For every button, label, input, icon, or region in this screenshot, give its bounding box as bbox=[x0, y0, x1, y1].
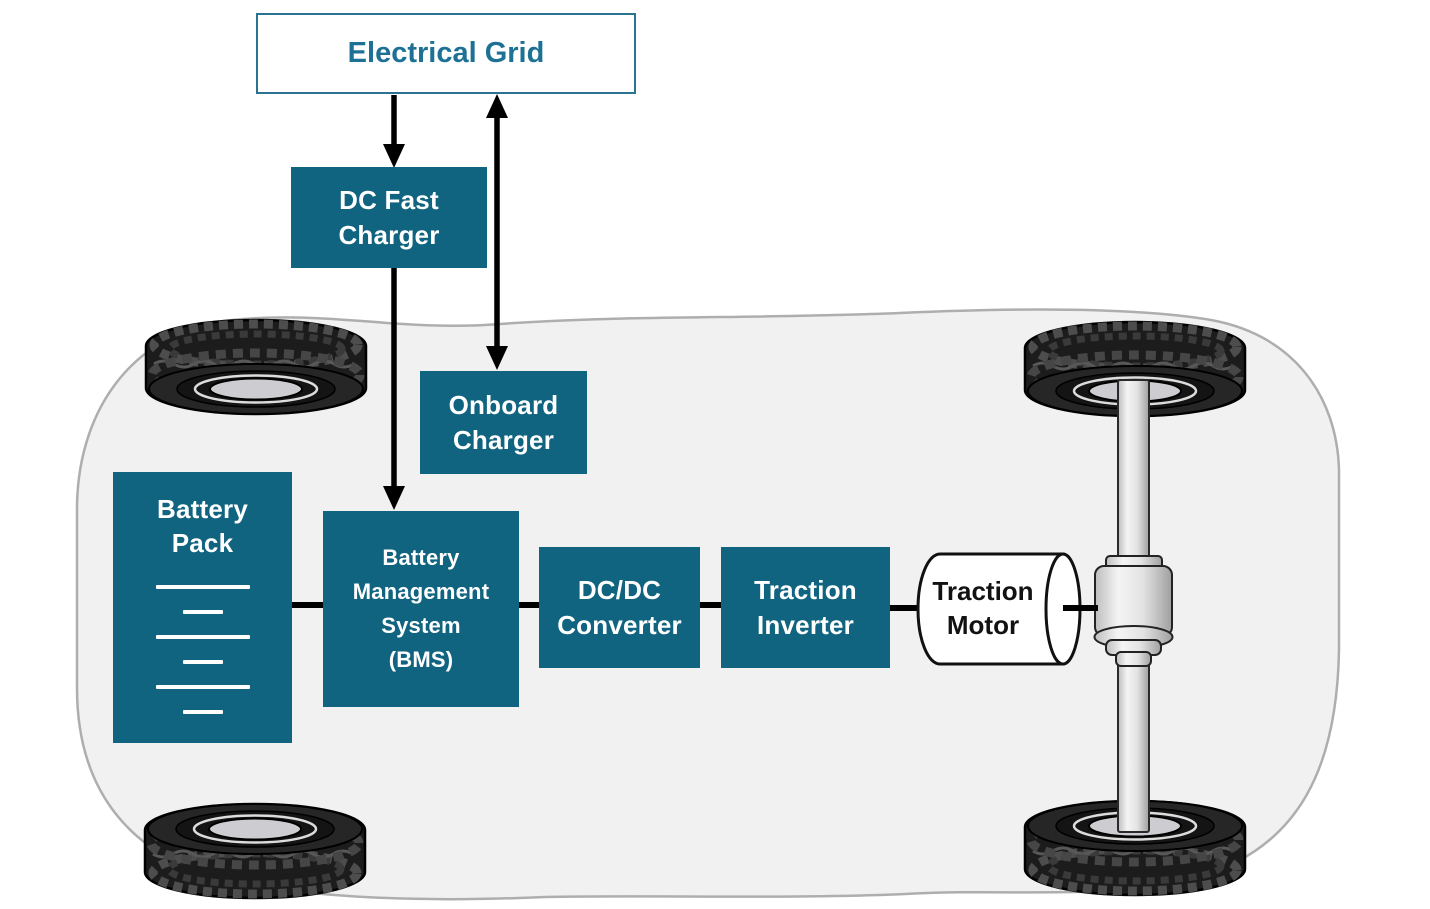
battery-cell-line bbox=[155, 684, 250, 689]
node-dc-fast-charger: DC Fast Charger bbox=[291, 167, 487, 268]
wheel-top-left bbox=[146, 320, 366, 414]
node-onboard-charger: Onboard Charger bbox=[420, 371, 587, 474]
edge-dcfc-bms-head bbox=[383, 486, 405, 510]
electrical-grid-label: Electrical Grid bbox=[347, 37, 545, 69]
node-battery-pack: Battery Pack bbox=[113, 472, 292, 743]
wheel-bottom-left bbox=[145, 804, 365, 898]
edge-grid-dcfc-head bbox=[383, 144, 405, 168]
node-bms: Battery Management System (BMS) bbox=[323, 511, 519, 707]
node-dcdc-converter: DC/DC Converter bbox=[539, 547, 700, 668]
battery-cell-line bbox=[155, 634, 250, 639]
battery-cell-line bbox=[182, 659, 223, 664]
battery-pack-label: Battery Pack bbox=[157, 494, 248, 559]
differential bbox=[1093, 555, 1174, 667]
battery-cell-line bbox=[155, 584, 250, 589]
charging-arrows bbox=[383, 94, 508, 510]
node-traction-motor-label: Traction Motor bbox=[932, 576, 1034, 640]
node-electrical-grid: Electrical Grid bbox=[256, 13, 636, 94]
battery-cells-icon bbox=[155, 584, 250, 735]
edge-grid-onboard-head-down bbox=[486, 346, 508, 370]
node-traction-inverter: Traction Inverter bbox=[721, 547, 890, 668]
battery-cell-line bbox=[182, 609, 223, 614]
battery-cell-line bbox=[182, 709, 223, 714]
edge-grid-onboard-head-up bbox=[486, 94, 508, 118]
